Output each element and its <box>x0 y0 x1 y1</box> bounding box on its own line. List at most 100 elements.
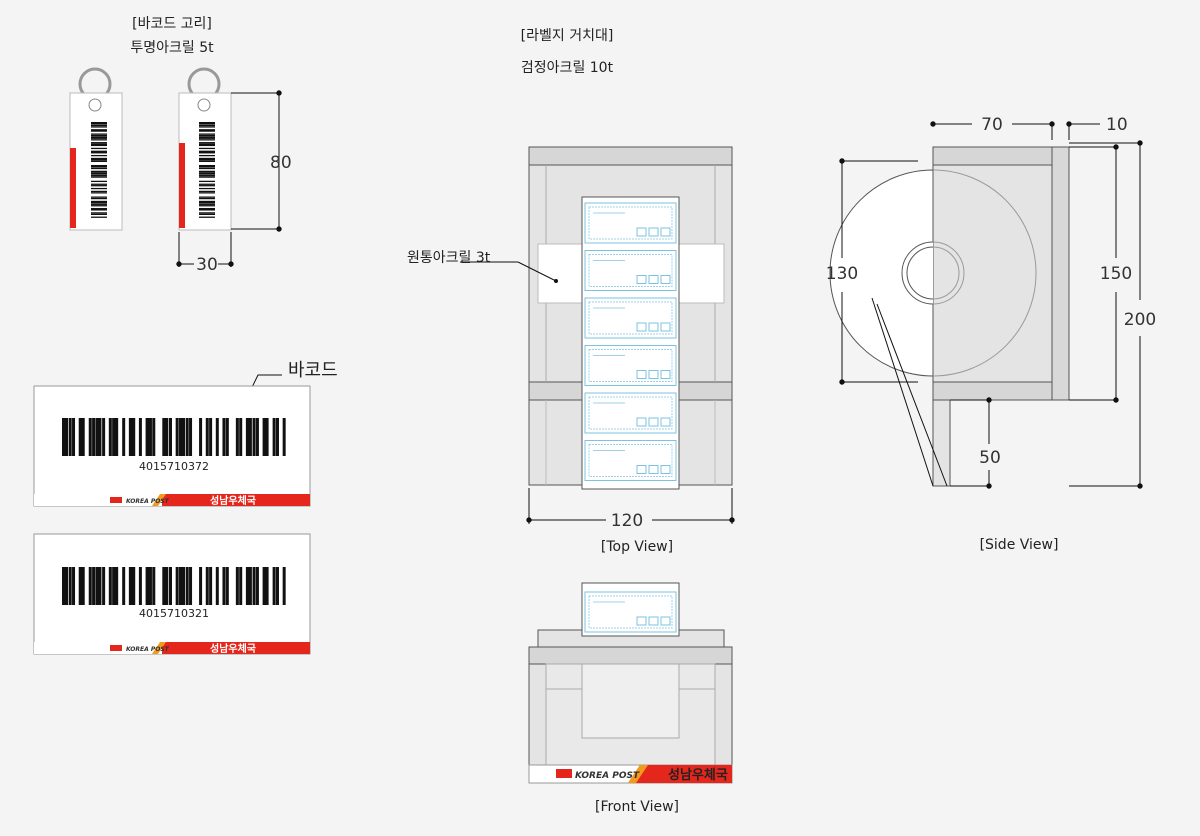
barcode-bar <box>275 567 279 605</box>
side-dim-roll: 130 <box>826 264 858 284</box>
barcode-bar <box>145 418 152 456</box>
barcode-bar <box>112 567 119 605</box>
barcode-bar <box>88 418 92 456</box>
side-dim-wall: 150 <box>1100 264 1132 284</box>
barcode-bar <box>91 176 107 178</box>
barcode-label-card-1: 4015710372 KOREA POST 성남우체국 <box>33 385 311 507</box>
barcode-bar <box>148 418 152 456</box>
stand-material: 검정아크릴 10t <box>521 60 614 76</box>
barcode-bar <box>91 183 107 185</box>
barcode-number-2: 4015710321 <box>139 607 209 620</box>
barcode-bar <box>199 147 215 150</box>
korea-post-logo-icon <box>110 497 122 503</box>
barcode-bar <box>162 418 169 456</box>
barcode-bar <box>62 567 69 605</box>
barcode-bar <box>128 567 135 605</box>
barcode-bar <box>199 216 215 218</box>
barcode-bar <box>72 418 76 456</box>
barcode-bar <box>199 134 215 137</box>
keychain-title: [바코드 고리] <box>132 16 212 32</box>
top-view-label: [Top View] <box>601 539 673 555</box>
top-view <box>528 146 733 490</box>
korea-post-logo-text: KOREA POST <box>575 771 640 781</box>
barcode-bar <box>199 185 215 187</box>
korea-post-band-2: KOREA POST 성남우체국 <box>34 642 310 655</box>
front-brand-band: KOREA POST 성남우체국 <box>528 764 733 784</box>
mini-label <box>584 345 677 386</box>
side-dim-depth: 70 <box>981 115 1003 135</box>
barcode-bar <box>91 143 107 147</box>
barcode-bar <box>91 196 107 198</box>
barcode-bar <box>91 164 107 168</box>
korea-post-logo-icon <box>556 769 572 778</box>
korea-post-logo-icon <box>110 645 122 651</box>
barcode-bar <box>282 567 286 605</box>
barcode-bar <box>91 129 107 132</box>
barcode-bar <box>78 418 85 456</box>
barcode-bar <box>68 567 72 605</box>
keychain-red-band <box>70 148 76 228</box>
barcode-bar <box>91 207 107 211</box>
barcode-bar <box>138 418 142 456</box>
mini-label <box>584 202 677 244</box>
barcode-bar <box>199 159 215 161</box>
barcode-bar <box>91 152 107 154</box>
korea-post-logo-text: KOREA POST <box>126 498 170 505</box>
barcode-bar <box>199 207 215 211</box>
barcode-bar <box>199 160 215 162</box>
barcode-bar <box>91 154 107 157</box>
barcode-bar <box>199 170 215 173</box>
barcode-bar <box>185 418 189 456</box>
barcode-bar <box>102 418 106 456</box>
side-dim-thickness: 10 <box>1106 115 1128 135</box>
side-view-label: [Side View] <box>980 537 1059 553</box>
barcode-bar <box>189 418 193 456</box>
barcode-bar <box>272 567 276 605</box>
barcode-bar <box>199 139 215 141</box>
barcode-bar <box>215 567 219 605</box>
barcode-bar <box>209 567 213 605</box>
barcode-bar <box>122 567 126 605</box>
barcode-bar <box>199 205 215 207</box>
barcode-bar <box>162 567 169 605</box>
barcode-bar <box>215 418 219 456</box>
barcode-bar <box>199 136 215 139</box>
barcode-2 <box>62 567 286 605</box>
barcode-bar <box>199 150 215 154</box>
barcode-bar <box>91 157 107 161</box>
barcode-bar <box>272 418 276 456</box>
barcode-bar <box>199 192 215 194</box>
barcode-bar <box>189 567 193 605</box>
barcode-bar <box>235 567 239 605</box>
barcode-1 <box>62 418 286 456</box>
barcode-bar <box>199 180 215 183</box>
barcode-bar <box>205 418 209 456</box>
barcode-bar <box>95 418 102 456</box>
barcode-bar <box>199 212 215 214</box>
mini-label <box>584 440 677 481</box>
mini-label <box>584 250 677 291</box>
barcode-bar <box>222 418 226 456</box>
barcode-bar <box>91 205 107 207</box>
stand-title: [라벨지 거치대] <box>521 28 614 44</box>
barcode-bar <box>199 197 215 200</box>
mini-label <box>584 591 677 633</box>
barcode-bar <box>91 133 107 135</box>
barcode-bar <box>252 418 256 456</box>
barcode-bar <box>62 418 69 456</box>
barcode-bar <box>199 175 215 177</box>
barcode-bar <box>199 157 215 161</box>
keychain-dim-height: 80 <box>270 153 292 173</box>
front-view: KOREA POST 성남우체국 <box>528 582 733 784</box>
barcode-bar <box>91 167 107 170</box>
barcode-bar <box>209 418 213 456</box>
barcode-bar <box>91 150 107 154</box>
barcode-bar <box>92 567 96 605</box>
side-dim-leg: 50 <box>979 448 1001 468</box>
barcode-bar <box>91 180 107 183</box>
keychain-tag-right <box>178 67 232 231</box>
front-view-label: [Front View] <box>595 799 679 815</box>
mini-label <box>584 297 677 339</box>
barcode-bar <box>88 567 92 605</box>
